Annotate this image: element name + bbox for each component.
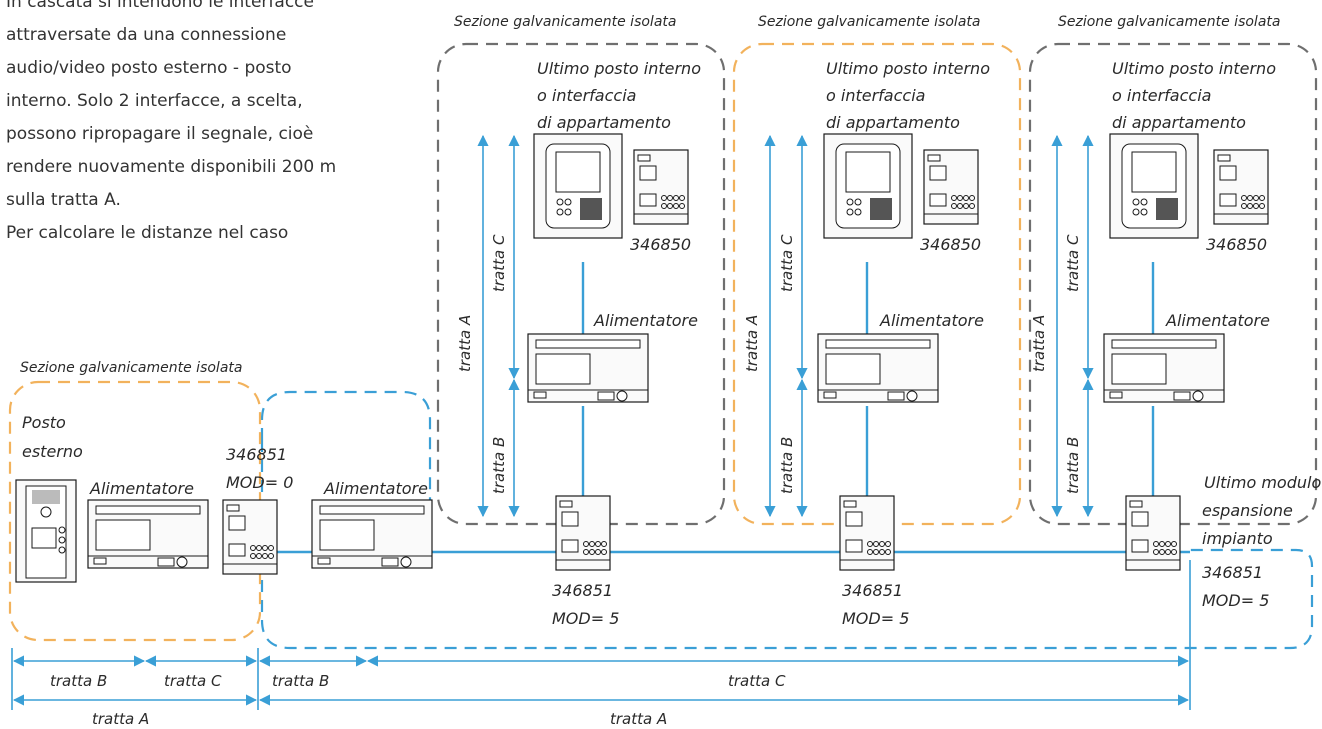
apartment-interface-icon [1213,149,1269,225]
section-title: Sezione galvanicamente isolata [758,14,980,30]
power-supply-icon [311,499,433,569]
intro-line: possono ripropagare il segnale, cioè [6,124,314,144]
intro-line: audio/video posto esterno - posto [6,58,292,78]
tratta-a-label: tratta A [1030,315,1048,372]
intro-line: Per calcolare le distanze nel caso [6,223,289,243]
power-supply-icon [817,333,939,403]
tratta-b-label: tratta B [272,672,329,690]
last-indoor-label: Ultimo posto interno [1112,59,1276,78]
last-indoor-label: o interfaccia [1112,86,1211,105]
mod-label: MOD= 0 [226,473,293,492]
code-346850: 346850 [1206,235,1267,254]
power-supply-icon [527,333,649,403]
apartment-interface-icon [923,149,979,225]
apartment-interface-icon [633,149,689,225]
section-title: Sezione galvanicamente isolata [20,360,242,376]
section-title: Sezione galvanicamente isolata [454,14,676,30]
last-module-label: Ultimo modulo [1204,473,1321,492]
code-346850: 346850 [920,235,981,254]
last-module-label: espansione [1202,501,1293,520]
blue-bus-boundary [260,440,1314,650]
tratta-c-label: tratta C [778,234,796,292]
tratta-b-label: tratta B [50,672,107,690]
last-indoor-label: Ultimo posto interno [537,59,701,78]
tratta-a-label: tratta A [92,710,149,728]
power-supply-icon [87,499,209,569]
intro-line: sulla tratta A. [6,190,121,210]
mod-label: MOD= 5 [1202,591,1269,610]
power-supply-label: Alimentatore [1165,311,1270,330]
tratta-c-label: tratta C [490,234,508,292]
last-module-label: impianto [1202,529,1273,548]
last-indoor-label: o interfaccia [826,86,925,105]
outdoor-label: Posto [22,413,66,432]
mod-label: MOD= 5 [552,609,619,628]
intro-line: interno. Solo 2 interfacce, a scelta, [6,91,303,111]
tratta-b-label: tratta B [778,437,796,494]
power-supply-icon [1103,333,1225,403]
tratta-c-label: tratta C [1064,234,1082,292]
code-346851: 346851 [842,581,903,600]
tratta-b-label: tratta B [1064,437,1082,494]
indoor-monitor-icon [823,133,913,239]
intro-line: In cascata si intendono le interfacce [6,0,314,12]
outdoor-station-icon [15,479,77,583]
blue-section-boundary [260,390,432,518]
power-supply-label: Alimentatore [879,311,984,330]
code-346851: 346851 [552,581,613,600]
tratta-c-label: tratta C [164,672,222,690]
mod-label: MOD= 5 [842,609,909,628]
section-1-boundary [436,42,726,526]
indoor-monitor-icon [533,133,623,239]
code-346851: 346851 [1202,563,1263,582]
last-indoor-label: Ultimo posto interno [826,59,990,78]
tratta-a-label: tratta A [456,315,474,372]
intro-line: attraversate da una connessione [6,25,287,45]
intro-text: In cascata si intendono le interfacce at… [6,0,406,250]
power-supply-label: Alimentatore [89,479,194,498]
tratta-a-label: tratta A [610,710,667,728]
code-346851: 346851 [226,445,287,464]
outdoor-section-boundary [8,380,262,642]
section-3-boundary [1028,42,1318,526]
tratta-c-label: tratta C [728,672,786,690]
code-346850: 346850 [630,235,691,254]
interface-module-icon [1125,495,1181,571]
power-supply-label: Alimentatore [593,311,698,330]
last-indoor-label: o interfaccia [537,86,636,105]
outdoor-label: esterno [22,442,83,461]
tratta-a-label: tratta A [743,315,761,372]
power-supply-label: Alimentatore [323,479,428,498]
intro-line: rendere nuovamente disponibili 200 m [6,157,337,177]
last-indoor-label: di appartamento [537,113,671,132]
indoor-monitor-icon [1109,133,1199,239]
tratta-b-label: tratta B [490,437,508,494]
section-2-boundary [732,42,1022,526]
last-indoor-label: di appartamento [826,113,960,132]
interface-module-icon [555,495,611,571]
last-indoor-label: di appartamento [1112,113,1246,132]
section-title: Sezione galvanicamente isolata [1058,14,1280,30]
interface-module-icon [839,495,895,571]
interface-module-icon [222,499,278,575]
